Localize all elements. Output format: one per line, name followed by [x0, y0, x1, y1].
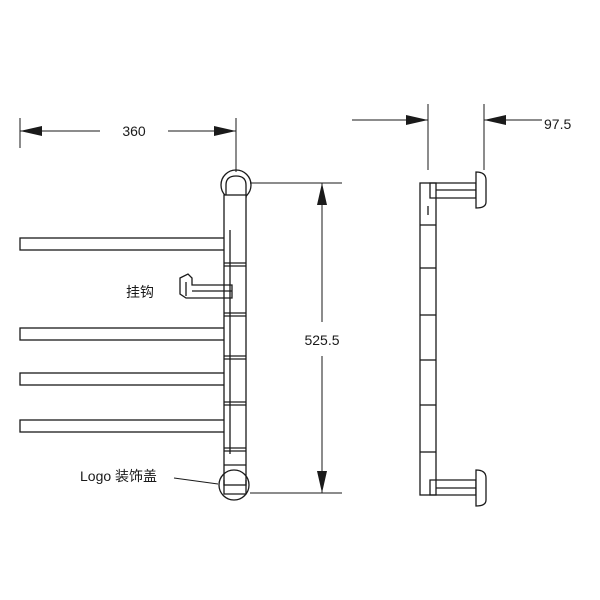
side-post: [419, 182, 437, 496]
side-view: 97.5: [352, 104, 571, 507]
depth-dimension-label: 97.5: [544, 116, 571, 132]
depth-arrow-left: [406, 115, 428, 125]
depth-dimension: 97.5: [352, 104, 571, 170]
height-dimension: 525.5: [250, 182, 342, 494]
vertical-post: [223, 194, 247, 486]
front-view: 360 525.5: [19, 118, 342, 501]
bottom-mount: [218, 464, 250, 501]
width-arrow-right: [214, 126, 236, 136]
swivel-segments: [224, 230, 246, 454]
height-arrow-top: [317, 183, 327, 205]
side-segments: [420, 206, 436, 453]
towel-arm-2: [19, 327, 227, 341]
width-dimension: 360: [19, 118, 237, 172]
height-arrow-bottom: [317, 471, 327, 493]
towel-arm-3: [19, 372, 227, 386]
side-bottom-bracket: [429, 469, 487, 507]
width-dimension-label: 360: [122, 123, 146, 139]
side-top-bracket: [429, 171, 487, 209]
width-arrow-left: [20, 126, 42, 136]
logo-cover-label: Logo 装饰盖: [80, 468, 157, 484]
logo-leader-line: [173, 477, 219, 485]
towel-arm-4: [19, 419, 227, 433]
towel-arm-1: [19, 237, 227, 251]
depth-arrow-right: [484, 115, 506, 125]
height-dimension-label: 525.5: [304, 332, 339, 348]
hook-label: 挂钩: [126, 284, 154, 300]
hook-part: [179, 273, 233, 299]
